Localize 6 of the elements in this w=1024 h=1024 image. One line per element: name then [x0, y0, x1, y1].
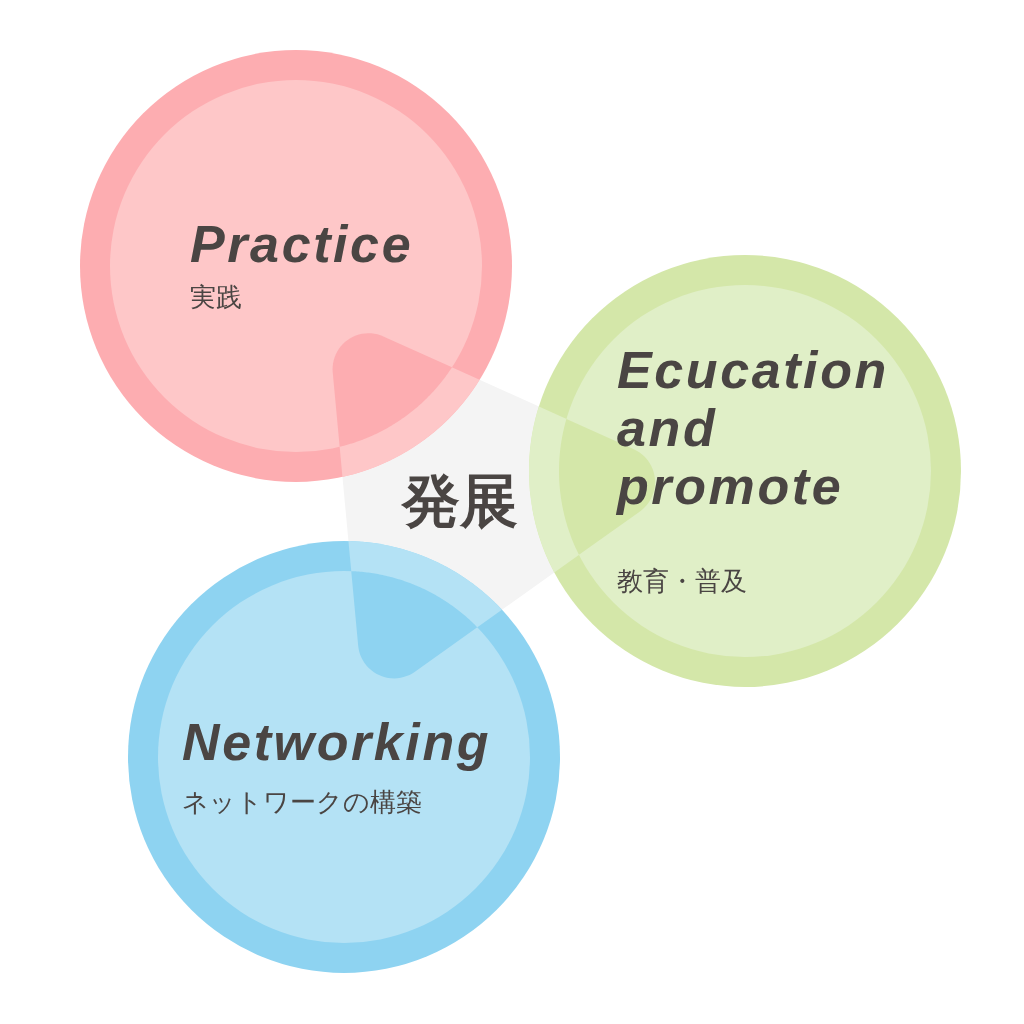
circle-title: Ecucation and promote	[617, 341, 890, 515]
circle-subtitle: ネットワークの構築	[182, 787, 422, 819]
circle-title: Practice	[190, 218, 415, 270]
center-label: 発展	[402, 472, 518, 530]
circle-subtitle: 教育・普及	[617, 566, 747, 598]
circle-subtitle: 実践	[190, 282, 242, 314]
